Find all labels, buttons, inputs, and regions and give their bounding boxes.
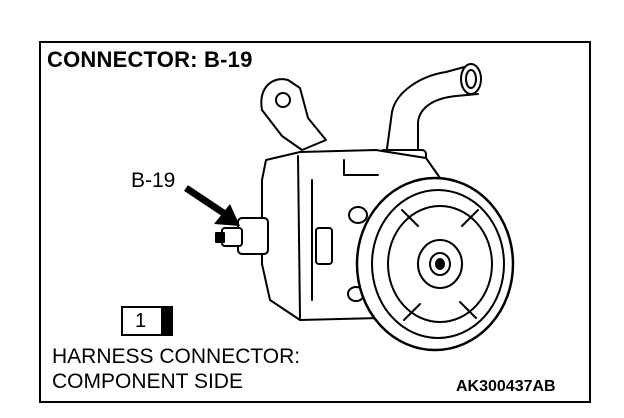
connector-callout-label: B-19 bbox=[131, 169, 176, 192]
connector-caption: HARNESS CONNECTOR: COMPONENT SIDE bbox=[52, 344, 300, 394]
callout-arrow bbox=[184, 185, 240, 226]
figure-code: AK300437AB bbox=[456, 378, 556, 395]
caption-line-2: COMPONENT SIDE bbox=[52, 370, 243, 393]
connector-title: CONNECTOR: B-19 bbox=[47, 47, 253, 72]
connector-latch-tab bbox=[161, 308, 171, 334]
caption-line-1: HARNESS CONNECTOR: bbox=[52, 345, 301, 368]
pin-number-box: 1 bbox=[121, 306, 173, 336]
pin-number: 1 bbox=[135, 310, 147, 332]
